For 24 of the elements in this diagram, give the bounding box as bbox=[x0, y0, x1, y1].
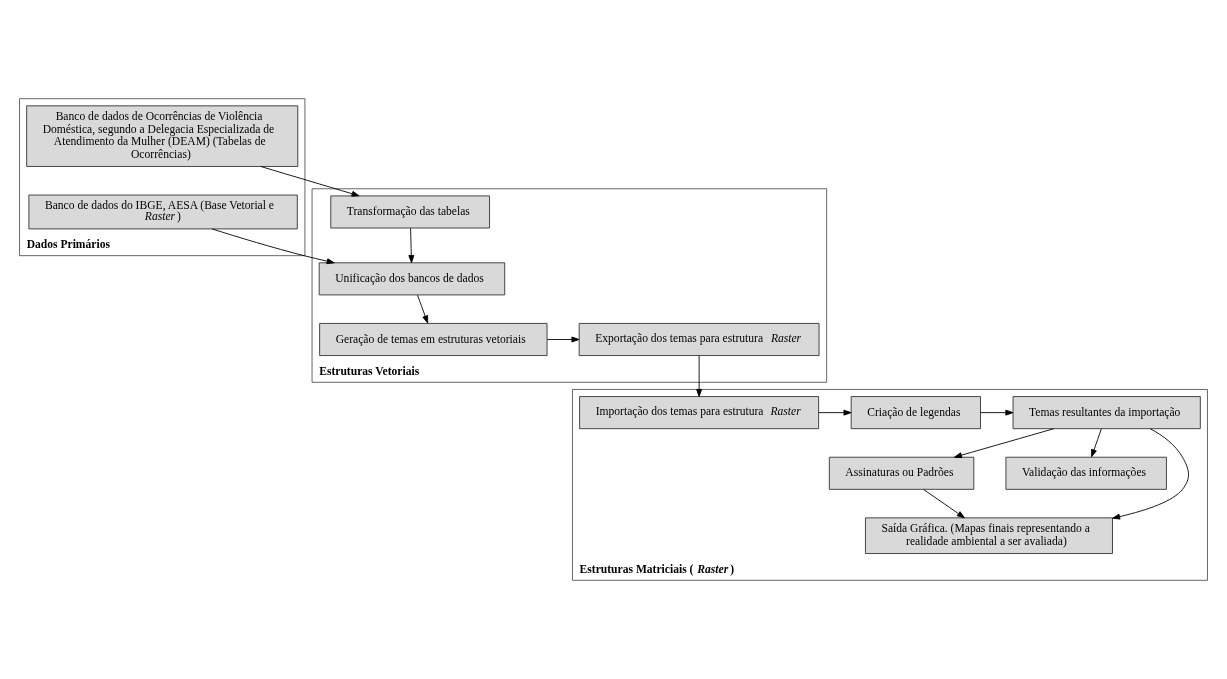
node-box: Unificação dos bancos de dados bbox=[318, 262, 506, 296]
node-box: Banco de dados de Ocorrências de Violência Doméstica, segundo a Delegacia Especializada de Atendimento da Mulher (DEAM) (Tabelas de Ocorrências) bbox=[26, 105, 299, 167]
arrow bbox=[260, 166, 360, 197]
node-box: Temas resultantes da importação bbox=[1012, 396, 1201, 430]
arrow bbox=[818, 409, 852, 416]
arrow bbox=[408, 227, 415, 264]
node-box: Banco de dados do IBGE, AESA (Base Vetorial e Raster) bbox=[28, 194, 298, 230]
node-box: Exportação dos temas para estrutura Raster bbox=[578, 323, 820, 356]
arrow bbox=[1112, 428, 1189, 520]
node-box: Transformação das tabelas bbox=[330, 195, 490, 229]
arrow bbox=[696, 355, 703, 397]
arrow bbox=[546, 336, 580, 343]
node-box: Assinaturas ou Padrões bbox=[828, 456, 975, 490]
node-box: Saída Gráfica. (Mapas finais representando a realidade ambiental a ser avaliada) bbox=[865, 517, 1113, 554]
node-box: Validação das informações bbox=[1005, 456, 1167, 490]
arrow bbox=[417, 294, 429, 324]
node-box: Geração de temas em estruturas vetoriais bbox=[319, 323, 548, 356]
arrow bbox=[954, 428, 1055, 459]
node-box: Criação de legendas bbox=[850, 396, 981, 430]
arrow bbox=[211, 228, 335, 265]
arrow bbox=[980, 409, 1014, 416]
arrow bbox=[923, 489, 965, 519]
arrow bbox=[1091, 428, 1102, 458]
node-box: Importação dos temas para estrutura Raster bbox=[579, 396, 820, 430]
